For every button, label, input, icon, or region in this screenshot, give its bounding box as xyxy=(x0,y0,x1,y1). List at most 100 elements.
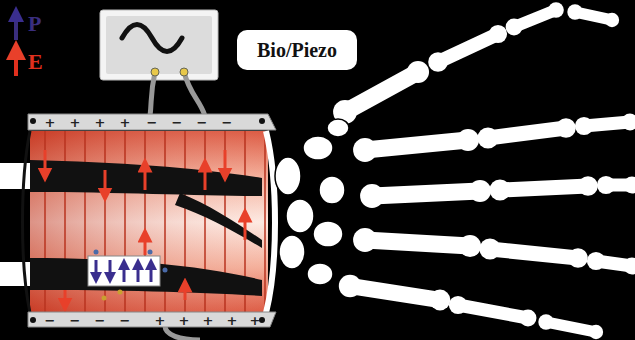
field-arrow xyxy=(184,285,187,300)
bone-joint xyxy=(478,128,499,149)
field-arrow xyxy=(104,170,107,195)
plate-dot xyxy=(30,118,36,124)
electrode-plate xyxy=(28,312,276,327)
carpal-bone xyxy=(303,136,333,160)
carpal-bone xyxy=(279,235,305,269)
electrode-plate xyxy=(28,114,276,130)
field-arrow xyxy=(14,50,18,76)
finger-bone xyxy=(500,186,588,190)
bone-joint xyxy=(556,118,576,138)
ion-dot xyxy=(163,268,168,273)
inset-arrows xyxy=(96,260,151,282)
polarization-inset xyxy=(88,256,160,286)
charge-sign: + xyxy=(95,116,106,129)
polarization-arrow xyxy=(137,264,140,282)
polarization-arrow xyxy=(123,264,126,282)
charge-sign: − xyxy=(172,116,183,129)
bone-joint xyxy=(548,2,564,18)
bone-joint xyxy=(353,138,377,162)
charge-sign: − xyxy=(95,314,106,327)
charge-sign: + xyxy=(120,116,131,129)
bone-joint xyxy=(428,52,448,72)
legend-label: E⃗ xyxy=(28,50,60,74)
charge-sign: − xyxy=(45,314,56,327)
charge-sign: + xyxy=(45,116,56,129)
polarization-arrow xyxy=(14,14,18,40)
bone-joint xyxy=(360,184,384,208)
field-arrow xyxy=(244,215,247,240)
finger-bone xyxy=(490,249,578,258)
bone-joint xyxy=(457,129,479,151)
polarization-arrow xyxy=(150,264,153,282)
finger-bone xyxy=(488,128,566,138)
bone-joint xyxy=(430,290,451,311)
bone-joint xyxy=(589,325,603,339)
charge-sign: − xyxy=(120,314,131,327)
bone-joint xyxy=(480,239,501,260)
finger-bone xyxy=(345,72,418,112)
bone-joint xyxy=(538,314,553,329)
electric-field-region xyxy=(30,131,268,313)
field-arrow xyxy=(224,150,227,175)
bone xyxy=(0,262,34,286)
bone-joint xyxy=(568,248,588,268)
charge-sign: − xyxy=(197,116,208,129)
field-line xyxy=(184,131,186,313)
charge-sign: + xyxy=(155,314,166,327)
carpal-bone xyxy=(319,176,345,204)
bone-joint xyxy=(489,25,507,43)
ac-source-face xyxy=(106,16,212,74)
charge-sign: + xyxy=(227,314,238,327)
bone-joint xyxy=(575,117,593,135)
bone-radius xyxy=(30,160,262,196)
bone-joint xyxy=(578,176,598,196)
charge-sign: + xyxy=(203,314,214,327)
charge-sign: − xyxy=(70,314,81,327)
finger-bone xyxy=(365,240,470,246)
bone-joint xyxy=(459,235,481,257)
plate-dot xyxy=(30,317,36,323)
bone-joint xyxy=(624,258,635,275)
field-arrow xyxy=(64,290,67,305)
bone-joint xyxy=(567,4,582,19)
field-arrow xyxy=(204,165,207,190)
bone-joint xyxy=(353,228,377,252)
charge-sign: + xyxy=(179,314,190,327)
ion-dot xyxy=(118,290,123,295)
charge-sign: − xyxy=(147,116,158,129)
bone-joint xyxy=(339,275,361,297)
sine-symbol xyxy=(122,25,182,52)
plate-dot xyxy=(259,118,265,124)
carpal-bone xyxy=(327,119,349,137)
bone xyxy=(0,163,34,189)
field-line xyxy=(264,131,266,313)
electric-field-shade xyxy=(30,131,268,313)
bone-joint xyxy=(597,176,615,194)
cylinder-end xyxy=(23,131,31,313)
charge-sign: + xyxy=(70,116,81,129)
polarization-arrow xyxy=(109,260,112,278)
ion-dot xyxy=(148,250,153,255)
field-arrows xyxy=(45,150,245,305)
carpal-bone xyxy=(313,221,343,247)
finger-bone xyxy=(365,140,468,150)
wire xyxy=(165,326,200,340)
carpal-bone xyxy=(286,199,314,233)
finger-bone xyxy=(438,34,498,62)
bone-joint xyxy=(469,180,491,202)
finger-bone xyxy=(372,191,480,196)
charge-sign: + xyxy=(250,314,261,327)
ac-source xyxy=(100,10,218,80)
field-arrow xyxy=(144,165,147,190)
bone-joint xyxy=(490,180,511,201)
bone-joint xyxy=(587,252,605,270)
bone-joint xyxy=(506,19,523,36)
terminal xyxy=(151,68,159,76)
title-box: Bio/Piezo xyxy=(237,30,357,70)
ion-dot xyxy=(94,250,99,255)
wire xyxy=(184,72,205,116)
carpal-bone xyxy=(307,263,333,285)
finger-bone xyxy=(458,305,528,318)
polarization-arrow xyxy=(95,260,98,278)
